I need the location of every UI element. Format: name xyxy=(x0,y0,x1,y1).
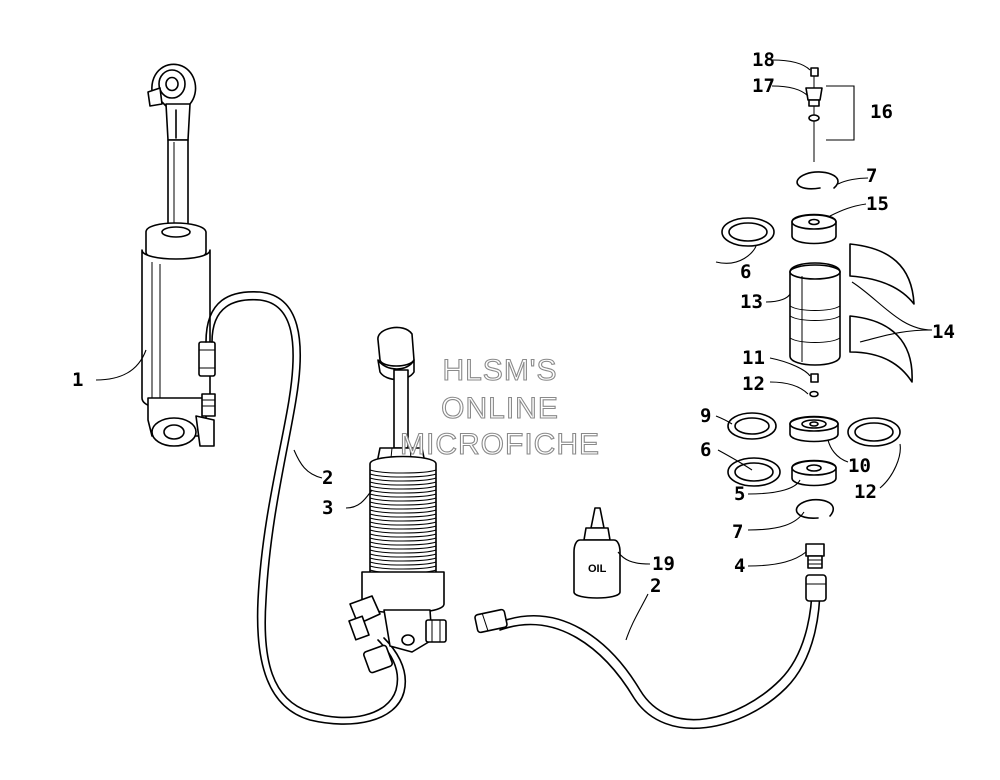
thread-ring xyxy=(369,549,437,554)
thread-ring xyxy=(369,521,437,526)
callout-labels: 1 2 3 2 19 4 5 7 6 9 10 12 11 12 13 14 6… xyxy=(72,49,955,597)
callout-5: 5 xyxy=(734,483,745,505)
callout-17: 17 xyxy=(752,75,775,97)
callout-7-lower: 7 xyxy=(732,521,743,543)
thread-ring xyxy=(369,565,437,570)
callout-3: 3 xyxy=(322,497,333,519)
thread-ring xyxy=(369,505,437,510)
snap-ring-7-lower[interactable] xyxy=(795,498,834,519)
screw-18[interactable] xyxy=(810,67,819,84)
thread-ring xyxy=(369,473,437,478)
watermark-line-1: HLSM'S xyxy=(442,354,557,387)
watermark-line-3: MICROFICHE xyxy=(400,428,600,461)
callout-14: 14 xyxy=(932,321,955,343)
watermark: HLSM'S ONLINE MICROFICHE xyxy=(399,353,600,461)
thread-ring xyxy=(369,561,437,566)
thread-ring xyxy=(369,477,437,482)
thread-ring xyxy=(369,489,437,494)
reservoir-assembly[interactable] xyxy=(348,326,447,674)
callout-16: 16 xyxy=(870,101,893,123)
callout-4: 4 xyxy=(734,555,745,577)
thread-ring xyxy=(369,509,437,514)
oil-bottle[interactable]: OIL xyxy=(573,507,621,599)
callout-6-lower: 6 xyxy=(700,439,711,461)
seal-6-upper[interactable] xyxy=(721,217,775,247)
thread-ring xyxy=(369,533,437,538)
cap-15[interactable] xyxy=(791,213,837,245)
thread-ring xyxy=(369,513,437,518)
piston-10[interactable] xyxy=(789,415,839,443)
bracket-16 xyxy=(826,85,855,141)
callout-2-right: 2 xyxy=(650,575,661,597)
callout-1: 1 xyxy=(72,369,83,391)
thread-ring xyxy=(369,557,437,562)
bolt-11[interactable] xyxy=(810,373,819,383)
thread-ring xyxy=(369,537,437,542)
callout-6-upper: 6 xyxy=(740,261,751,283)
seal-6-lower[interactable] xyxy=(727,457,781,487)
thread-ring xyxy=(369,485,437,490)
thread-ring xyxy=(369,517,437,522)
thread-ring xyxy=(369,553,437,558)
thread-ring xyxy=(369,525,437,530)
callout-7-upper: 7 xyxy=(866,165,877,187)
callout-18: 18 xyxy=(752,49,775,71)
thread-ring xyxy=(369,493,437,498)
ring-9[interactable] xyxy=(727,412,777,440)
washer-12-upper[interactable] xyxy=(809,390,819,398)
thread-ring xyxy=(369,529,437,534)
hose-right[interactable] xyxy=(474,574,827,729)
thread-ring xyxy=(369,541,437,546)
thread-ring xyxy=(369,545,437,550)
callout-13: 13 xyxy=(740,291,763,313)
cylinder-13[interactable] xyxy=(789,262,841,366)
callout-11: 11 xyxy=(742,347,765,369)
callout-12-upper: 12 xyxy=(742,373,765,395)
callout-19: 19 xyxy=(652,553,675,575)
decal-14[interactable] xyxy=(849,243,915,383)
shock-absorber[interactable] xyxy=(141,63,216,447)
hose-left[interactable] xyxy=(205,290,407,725)
valve-17[interactable] xyxy=(805,87,823,122)
leader-lines xyxy=(95,59,933,641)
oil-label: OIL xyxy=(588,563,607,575)
callout-2-left: 2 xyxy=(322,467,333,489)
callout-12-lower: 12 xyxy=(854,481,877,503)
thread-ring xyxy=(369,497,437,502)
thread-ring xyxy=(369,469,437,474)
callout-9: 9 xyxy=(700,405,711,427)
callout-15: 15 xyxy=(866,193,889,215)
ring-12-lower[interactable] xyxy=(847,417,901,447)
fitting-4[interactable] xyxy=(805,543,825,569)
thread-ring xyxy=(369,481,437,486)
callout-10: 10 xyxy=(848,455,871,477)
watermark-line-2: ONLINE xyxy=(441,392,559,425)
snap-ring-7-upper[interactable] xyxy=(796,171,839,190)
piston-5[interactable] xyxy=(791,459,837,487)
thread-ring xyxy=(369,501,437,506)
